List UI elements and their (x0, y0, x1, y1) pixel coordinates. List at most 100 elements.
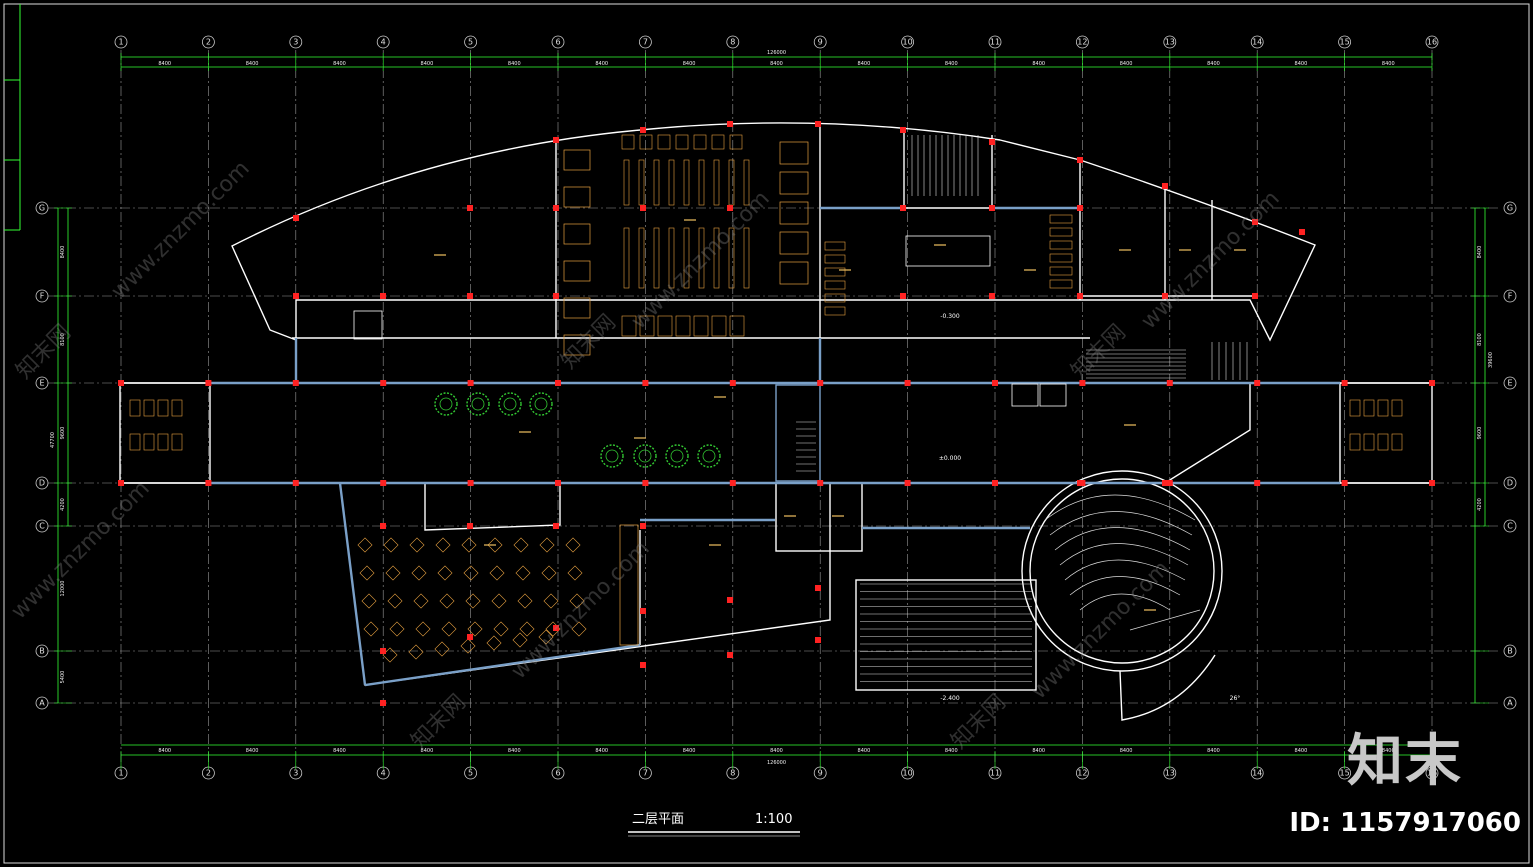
axis-label: 11 (990, 769, 1000, 778)
booth (1049, 214, 1073, 224)
axis-bubble: 2 (201, 35, 215, 49)
bookshelf (653, 227, 660, 289)
column (467, 380, 474, 386)
reading-desk (621, 134, 635, 150)
axis-label: 8 (730, 38, 735, 47)
dimension-text: 8400 (333, 61, 346, 67)
dimension-text: 8400 (683, 748, 696, 754)
reading-desk (675, 134, 689, 150)
toilet-stall (1377, 399, 1389, 417)
booth (1049, 253, 1073, 263)
dimension-total: 126000 (767, 760, 786, 766)
study-table (779, 261, 809, 285)
booth (824, 254, 846, 264)
reading-desk (711, 134, 725, 150)
dimension-text: 8400 (1207, 61, 1220, 67)
column (293, 215, 299, 221)
axis-bubble: 14 (1250, 35, 1264, 49)
cafe-table (463, 565, 479, 581)
watermark-text: www.znzmo.com (107, 156, 255, 304)
bookshelf (638, 227, 645, 289)
axis-label: 2 (206, 769, 211, 778)
dimension-text: 8400 (858, 61, 871, 67)
booth (824, 293, 846, 303)
structural-columns (118, 121, 1435, 706)
cafe-table (541, 565, 557, 581)
column (729, 480, 736, 486)
dimension-text: 8400 (508, 748, 521, 754)
axis-bubble: 10 (901, 35, 914, 49)
reading-desk (639, 315, 655, 337)
axis-bubble: 6 (551, 35, 565, 49)
column (815, 121, 821, 127)
axis-bubble: 15 (1338, 35, 1351, 49)
toilet-stall (1377, 433, 1389, 451)
axis-label: G (1507, 204, 1513, 213)
axis-label: 15 (1340, 38, 1350, 47)
axis-label: 6 (555, 769, 560, 778)
column (992, 380, 998, 386)
cafe-table (413, 593, 429, 609)
column (553, 625, 559, 631)
display-stand (905, 235, 991, 267)
column (292, 380, 299, 386)
study-table (779, 171, 809, 195)
level-mark: ±0.000 (939, 455, 961, 462)
dimension-text: 8400 (333, 748, 346, 754)
column (640, 127, 646, 133)
cafe-table (515, 565, 531, 581)
column (904, 380, 911, 386)
tree (670, 449, 684, 463)
column (205, 380, 212, 386)
bookshelf (728, 159, 735, 206)
column (727, 597, 733, 603)
bookshelf (623, 159, 630, 206)
axis-label: A (39, 699, 45, 708)
booth (824, 267, 846, 277)
column (467, 205, 473, 211)
axis-label: 9 (818, 38, 823, 47)
cafe-table (385, 565, 401, 581)
dimension-text: 4200 (60, 498, 66, 511)
cafe-table (363, 621, 379, 637)
column (727, 652, 733, 658)
axis-bubble: G (1503, 201, 1517, 215)
axis-label: D (39, 479, 45, 488)
column (1254, 480, 1261, 486)
axis-bubble: 12 (1076, 35, 1089, 49)
dimension-text: 8400 (683, 61, 696, 67)
column (1077, 205, 1083, 211)
reading-desk (657, 134, 671, 150)
axis-label: B (39, 647, 45, 656)
column (727, 121, 733, 127)
column (1162, 293, 1168, 299)
watermark-text: 知末网 (557, 310, 621, 374)
cafe-table (519, 621, 535, 637)
toilet-stall (1391, 433, 1403, 451)
elevator (353, 310, 383, 340)
column (380, 700, 386, 706)
cafe-table (493, 621, 509, 637)
column (380, 648, 386, 654)
counter (619, 524, 639, 646)
column (989, 139, 995, 145)
booth (1049, 240, 1073, 250)
elevator (1039, 383, 1067, 407)
bookshelf (713, 227, 720, 289)
study-table (563, 223, 591, 245)
booth (824, 280, 846, 290)
axis-bubble: C (35, 519, 49, 533)
cafe-table (517, 593, 533, 609)
tree (638, 449, 652, 463)
tree (466, 392, 490, 416)
dimension-text: 8400 (1295, 61, 1308, 67)
reading-desk (711, 315, 727, 337)
dimension-text: 8400 (770, 61, 783, 67)
dimension-text: 8100 (60, 333, 66, 346)
tree (503, 397, 517, 411)
axis-bubble: D (1503, 476, 1517, 490)
column (467, 293, 473, 299)
cafe-table (543, 593, 559, 609)
cafe-table (361, 593, 377, 609)
tree (471, 397, 485, 411)
